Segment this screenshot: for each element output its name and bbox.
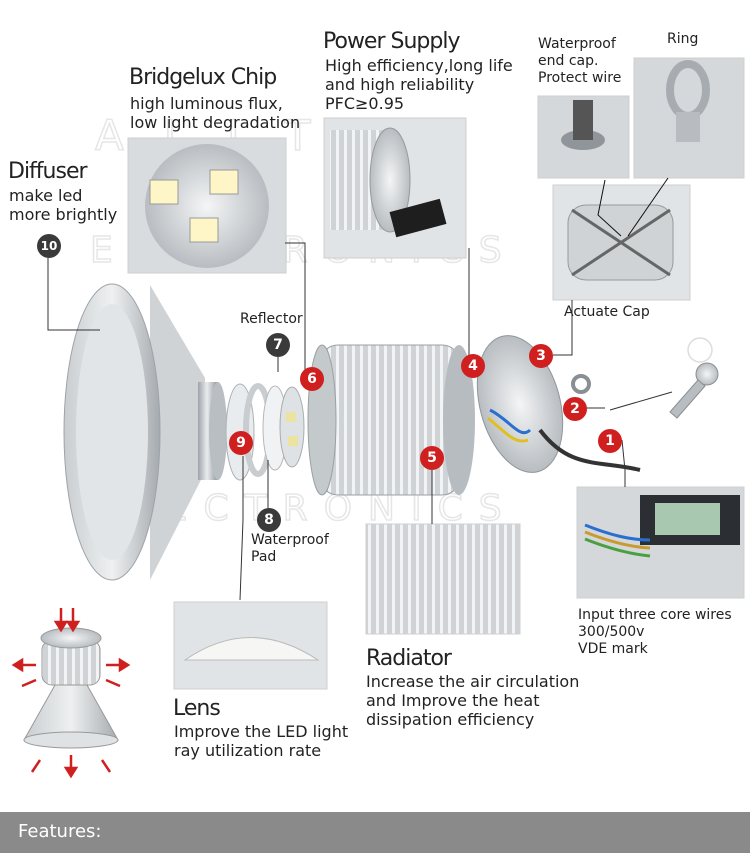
diffuser-title: Diffuser [8, 159, 88, 184]
photo-actuate-cap [552, 184, 691, 301]
ring-stack [225, 383, 305, 481]
photo-chip [127, 137, 287, 274]
photo-waterproof-cap [537, 95, 630, 179]
screw-part [669, 362, 719, 419]
lens-title: Lens [173, 696, 221, 721]
input-wires-desc: Input three core wires 300/500v VDE mark [578, 607, 732, 657]
power-supply-desc: High efficiency,long life and high relia… [325, 56, 513, 114]
radiator-part [307, 344, 475, 496]
features-label: Features: [18, 821, 102, 842]
bridgelux-desc: high luminous flux, low light degradatio… [130, 94, 301, 133]
photo-radiator [365, 523, 521, 635]
waterproof-pad-title: Waterproof Pad [251, 532, 329, 565]
badge-8: 8 [257, 508, 281, 532]
radiator-title: Radiator [366, 646, 452, 671]
power-supply-title: Power Supply [323, 29, 460, 54]
bridgelux-title: Bridgelux Chip [129, 65, 277, 90]
badge-10: 10 [37, 234, 61, 258]
badge-6: 6 [300, 367, 324, 391]
photo-power-supply [323, 117, 467, 259]
badge-3: 3 [529, 344, 553, 368]
end-cap-part [476, 335, 641, 473]
features-bar: Features: [0, 812, 750, 853]
reflector-title: Reflector [240, 311, 303, 327]
badge-5: 5 [420, 446, 444, 470]
leader-lines [47, 242, 673, 601]
photo-wires [576, 486, 745, 599]
badge-7: 7 [266, 333, 290, 357]
diffuser-part [63, 283, 227, 581]
badge-9: 9 [229, 431, 253, 455]
badge-1: 1 [598, 429, 622, 453]
photo-ring [633, 57, 745, 179]
diffuser-desc: make led more brightly [9, 186, 118, 225]
actuate-cap-title: Actuate Cap [564, 304, 650, 320]
badge-4: 4 [461, 354, 485, 378]
radiator-desc: Increase the air circulation and Improve… [366, 672, 580, 730]
lamp-airflow-illustration [11, 608, 131, 779]
photo-lens [173, 601, 328, 690]
badge-2: 2 [563, 397, 587, 421]
lens-desc: Improve the LED light ray utilization ra… [174, 722, 349, 761]
ring-title: Ring [667, 31, 699, 47]
waterproof-cap-desc: Waterproof end cap. Protect wire [538, 36, 622, 86]
